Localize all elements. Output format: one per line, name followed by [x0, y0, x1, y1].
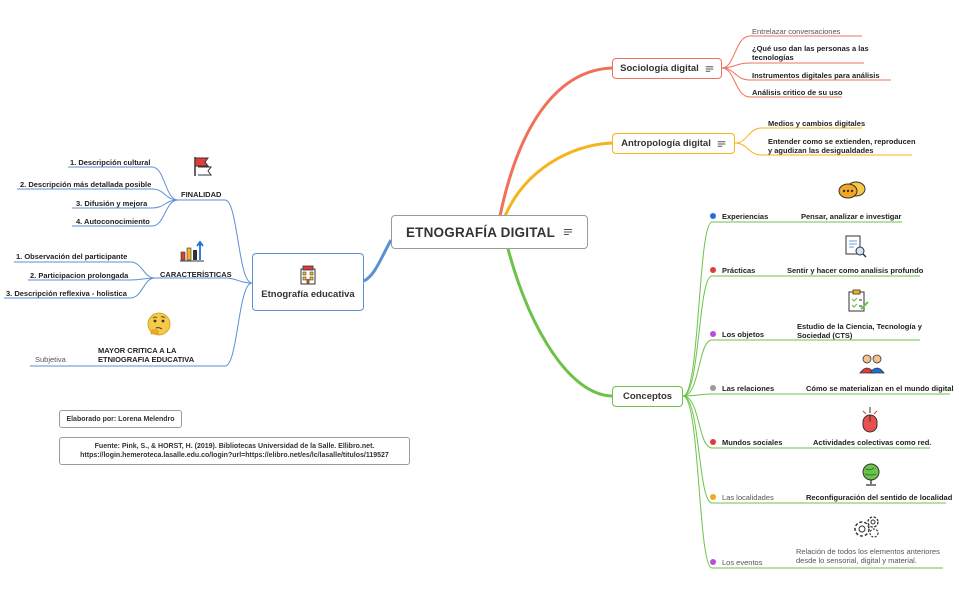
concept-name: Los eventos	[722, 558, 763, 567]
caracteristicas-item: 1. Observación del participante	[16, 252, 128, 261]
root-topic[interactable]: ETNOGRAFÍA DIGITAL	[391, 215, 588, 249]
bullet-dot	[710, 213, 716, 219]
thinking-face-icon	[147, 312, 171, 336]
bullet-dot	[710, 559, 716, 565]
concept-desc: Reconfiguración del sentido de localidad	[806, 493, 953, 502]
bar-chart-icon	[180, 240, 204, 262]
sociologia-item: ¿Qué uso dan las personas a las tecnolog…	[752, 44, 869, 62]
notes-icon	[705, 65, 714, 72]
caracteristicas-label: CARACTERÍSTICAS	[160, 270, 232, 279]
conceptos-label: Conceptos	[622, 391, 673, 402]
gears-icon	[854, 516, 879, 538]
finalidad-label: FINALIDAD	[181, 190, 222, 199]
critica-sub: Subjetiva	[35, 355, 66, 364]
caracteristicas-item: 3. Descripción reflexiva - holistica	[6, 289, 127, 298]
notes-icon	[717, 140, 726, 147]
document-search-icon	[845, 235, 867, 258]
finalidad-item: 1. Descripción cultural	[70, 158, 151, 167]
concept-desc: Sentir y hacer como analisis profundo	[787, 266, 924, 275]
sociologia-node[interactable]: Sociología digital	[612, 58, 722, 79]
school-building-icon	[300, 265, 316, 284]
antropologia-node[interactable]: Antropología digital	[612, 133, 735, 154]
educativa-node[interactable]: Etnografía educativa	[252, 253, 364, 311]
finalidad-item: 3. Difusión y mejora	[76, 199, 148, 208]
author-text: Elaborado por: Lorena Melendro	[66, 415, 175, 423]
concept-desc: Estudio de la Ciencia, Tecnología y Soci…	[797, 322, 922, 340]
concept-name: Las relaciones	[722, 384, 775, 393]
finalidad-item: 2. Descripción más detallada posible	[20, 180, 152, 189]
concept-name: Los objetos	[722, 330, 765, 339]
bullet-dot	[710, 494, 716, 500]
bullet-dot	[710, 331, 716, 337]
sociologia-item: Análisis critico de su uso	[752, 88, 843, 97]
sociologia-label: Sociología digital	[620, 63, 699, 74]
people-icon	[859, 354, 885, 374]
conceptos-node[interactable]: Conceptos	[612, 386, 683, 407]
speech-bubbles-icon	[838, 181, 866, 199]
concept-name: Mundos sociales	[722, 438, 783, 447]
sociologia-item: Entrelazar conversaciones	[752, 27, 841, 36]
bullet-dot	[710, 385, 716, 391]
root-topic-label: ETNOGRAFÍA DIGITAL	[405, 224, 556, 240]
globe-icon	[862, 463, 880, 486]
concept-name: Las localidades	[722, 493, 774, 502]
source-box: Fuente: Pink, S., & HORST, H. (2019). Bi…	[59, 437, 410, 465]
antropologia-item: Entender como se extienden, reproducen y…	[768, 137, 916, 155]
concept-desc: Relación de todos los elementos anterior…	[796, 547, 940, 565]
notes-icon	[563, 228, 573, 236]
educativa-label: Etnografía educativa	[261, 288, 355, 300]
bullet-dot	[710, 267, 716, 273]
concept-name: Prácticas	[722, 266, 756, 275]
flag-icon	[194, 157, 212, 176]
antropologia-item: Medios y cambios digitales	[768, 119, 866, 128]
critica-label: MAYOR CRITICA A LA ETNIOGRAFIA EDUCATIVA	[98, 346, 195, 364]
finalidad-item: 4. Autoconocimiento	[76, 217, 150, 226]
sociologia-item: Instrumentos digitales para análisis	[752, 71, 880, 80]
concept-name: Experiencias	[722, 212, 769, 221]
caracteristicas-item: 2. Participacion prolongada	[30, 271, 129, 280]
source-text: Fuente: Pink, S., & HORST, H. (2019). Bi…	[80, 443, 389, 459]
checklist-icon	[848, 289, 869, 312]
concept-desc: Actividades colectivas como red.	[813, 438, 932, 447]
mouse-icon	[862, 407, 878, 433]
concept-desc: Pensar, analizar e investigar	[801, 212, 902, 221]
bullet-dot	[710, 439, 716, 445]
concept-desc: Cómo se materializan en el mundo digital	[806, 384, 954, 393]
author-box: Elaborado por: Lorena Melendro	[59, 410, 182, 428]
antropologia-label: Antropología digital	[621, 138, 711, 149]
